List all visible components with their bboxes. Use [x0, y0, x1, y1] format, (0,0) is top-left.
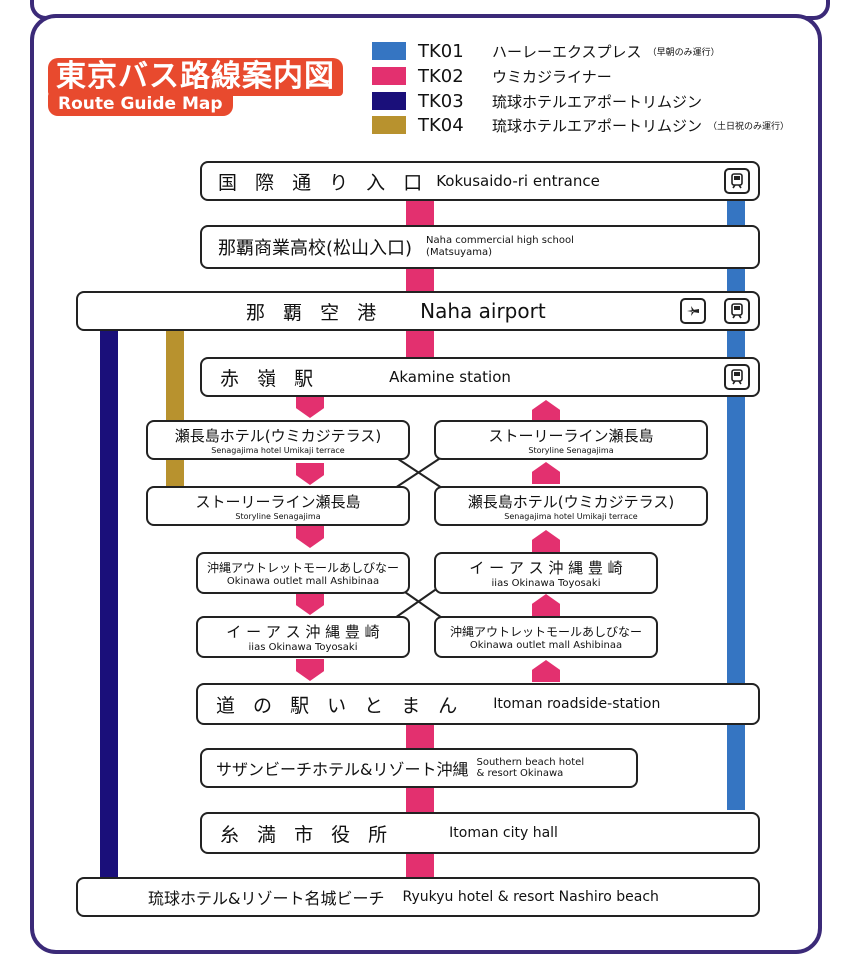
train-icon	[724, 298, 750, 324]
crossing-senagajima	[391, 454, 446, 491]
legend-swatch-tk02	[372, 67, 406, 85]
stop-naha-commercial[interactable]: 那覇商業高校(松山入口) Naha commercial high school…	[200, 225, 760, 269]
arrow-down	[296, 396, 324, 418]
legend-swatch-tk01	[372, 42, 406, 60]
airplane-icon	[680, 298, 706, 324]
stop-name-jp: 瀬長島ホテル(ウミカジテラス)	[174, 427, 382, 445]
stop-michinoeki[interactable]: 道 の 駅 い と ま ん Itoman roadside-station	[196, 683, 760, 725]
stop-name-jp: ストーリーライン瀬長島	[195, 493, 361, 511]
arrow-down	[296, 659, 324, 681]
stop-name-jp: 那 覇 空 港	[246, 301, 383, 324]
stop-name-jp: イ ー ア ス 沖 縄 豊 崎	[226, 623, 380, 641]
stop-name-jp: ストーリーライン瀬長島	[488, 427, 654, 445]
arrow-down	[296, 593, 324, 615]
stop-name-jp: 琉球ホテル&リゾート名城ビーチ	[148, 889, 385, 908]
stop-iias-right[interactable]: イ ー ア ス 沖 縄 豊 崎 iias Okinawa Toyosaki	[434, 552, 658, 594]
legend-swatch-tk03	[372, 92, 406, 110]
stop-name-jp: 赤 嶺 駅	[220, 367, 320, 390]
stop-name-jp: 沖縄アウトレットモールあしびなー	[206, 561, 399, 575]
legend-code: TK02	[418, 65, 464, 87]
arrow-up	[532, 660, 560, 682]
legend-item-tk01: TK01 ハーレーエクスプレス （早朝のみ運行）	[372, 40, 720, 62]
stop-name-jp: イ ー ア ス 沖 縄 豊 崎	[469, 559, 623, 577]
arrow-up	[532, 462, 560, 484]
stop-akamine[interactable]: 赤 嶺 駅 Akamine station	[200, 357, 760, 397]
legend-item-tk02: TK02 ウミカジライナー	[372, 65, 612, 87]
legend-code: TK03	[418, 90, 464, 112]
legend-note: （土日祝のみ運行）	[708, 121, 790, 132]
stop-name-jp: 糸 満 市 役 所	[220, 823, 394, 846]
stop-itoman-city[interactable]: 糸 満 市 役 所 Itoman city hall	[200, 812, 760, 854]
stop-name-en: Senagajima hotel Umikaji terrace	[504, 512, 638, 521]
route-line-tk01	[727, 190, 745, 810]
stop-southern-beach[interactable]: サザンビーチホテル&リゾート沖縄 Southern beach hotel & …	[200, 748, 638, 788]
arrow-down	[296, 526, 324, 548]
stop-name-jp: 瀬長島ホテル(ウミカジテラス)	[467, 493, 675, 511]
legend-code: TK01	[418, 40, 464, 62]
stop-name-en: Okinawa outlet mall Ashibinaa	[469, 640, 623, 651]
stop-name-en: Southern beach hotel	[476, 757, 585, 768]
legend-swatch-tk04	[372, 116, 406, 134]
stop-storyline-right[interactable]: ストーリーライン瀬長島 Storyline Senagajima	[434, 420, 708, 460]
stop-storyline-left[interactable]: ストーリーライン瀬長島 Storyline Senagajima	[146, 486, 410, 526]
arrow-down	[296, 463, 324, 485]
stop-name-en: iias Okinawa Toyosaki	[491, 578, 601, 589]
stop-name-en: Itoman city hall	[449, 825, 558, 841]
stop-name-en: Kokusaido-ri entrance	[436, 172, 600, 190]
legend-name: ハーレーエクスプレス	[492, 42, 642, 61]
stop-name-en: (Matsuyama)	[426, 247, 492, 258]
stop-name-en: Storyline Senagajima	[235, 512, 321, 521]
stop-name-en: Okinawa outlet mall Ashibinaa	[226, 576, 380, 587]
legend-note: （早朝のみ運行）	[647, 47, 720, 58]
stop-name-en: & resort Okinawa	[476, 768, 564, 779]
stop-name-en: Naha commercial high school	[426, 235, 574, 246]
stop-name-en: Ryukyu hotel & resort Nashiro beach	[402, 889, 659, 905]
stop-outlet-right[interactable]: 沖縄アウトレットモールあしびなー Okinawa outlet mall Ash…	[434, 616, 658, 658]
arrow-up	[532, 594, 560, 616]
legend-item-tk04: TK04 琉球ホテルエアポートリムジン （土日祝のみ運行）	[372, 114, 789, 136]
stop-name-en: iias Okinawa Toyosaki	[248, 642, 358, 653]
stop-senagajima-hotel-right[interactable]: 瀬長島ホテル(ウミカジテラス) Senagajima hotel Umikaji…	[434, 486, 708, 526]
stop-kokusaidori[interactable]: 国 際 通 り 入 口 Kokusaido-ri entrance	[200, 161, 760, 201]
stop-iias-left[interactable]: イ ー ア ス 沖 縄 豊 崎 iias Okinawa Toyosaki	[196, 616, 410, 658]
arrow-up	[532, 400, 560, 422]
train-icon	[724, 364, 750, 390]
stop-name-jp: 国 際 通 り 入 口	[218, 171, 429, 194]
legend-name: 琉球ホテルエアポートリムジン	[492, 116, 703, 135]
route-line-tk03	[100, 320, 118, 880]
stop-senagajima-hotel-left[interactable]: 瀬長島ホテル(ウミカジテラス) Senagajima hotel Umikaji…	[146, 420, 410, 460]
map-title: 東京バス路線案内図	[48, 58, 343, 96]
map-subtitle: Route Guide Map	[48, 92, 233, 116]
train-icon	[724, 168, 750, 194]
stop-name-en: Naha airport	[420, 299, 546, 323]
stop-name-en: Itoman roadside-station	[493, 696, 661, 712]
legend-name: ウミカジライナー	[492, 67, 612, 86]
legend-item-tk03: TK03 琉球ホテルエアポートリムジン	[372, 90, 702, 112]
stop-name-jp: 那覇商業高校(松山入口)	[218, 238, 413, 259]
stop-ryukyu-hotel[interactable]: 琉球ホテル&リゾート名城ビーチ Ryukyu hotel & resort Na…	[76, 877, 760, 917]
stop-naha-airport[interactable]: 那 覇 空 港 Naha airport	[76, 291, 760, 331]
stop-name-jp: サザンビーチホテル&リゾート沖縄	[216, 760, 469, 779]
legend-name: 琉球ホテルエアポートリムジン	[492, 92, 703, 111]
stop-name-jp: 沖縄アウトレットモールあしびなー	[449, 625, 642, 639]
stop-name-en: Storyline Senagajima	[528, 446, 614, 455]
stop-name-en: Senagajima hotel Umikaji terrace	[211, 446, 345, 455]
arrow-up	[532, 530, 560, 552]
stop-name-en: Akamine station	[389, 368, 511, 386]
stop-outlet-left[interactable]: 沖縄アウトレットモールあしびなー Okinawa outlet mall Ash…	[196, 552, 410, 594]
stop-name-jp: 道 の 駅 い と ま ん	[216, 694, 464, 717]
legend-code: TK04	[418, 114, 464, 136]
route-line-tk02-upper	[406, 195, 434, 365]
